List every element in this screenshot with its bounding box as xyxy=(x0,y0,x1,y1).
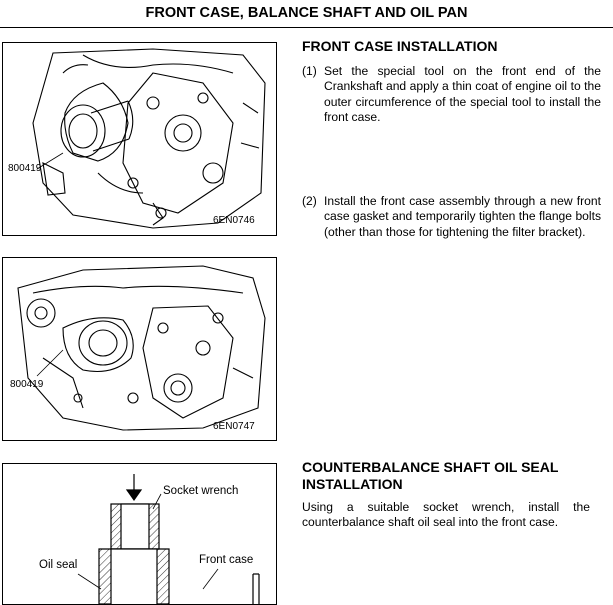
part-number-label: 800419 xyxy=(10,379,44,390)
engine-illustration-2 xyxy=(17,265,266,431)
step-text: Install the front case assembly through … xyxy=(324,194,601,239)
section-title-front-case: FRONT CASE INSTALLATION xyxy=(302,38,498,54)
engine-illustration-1 xyxy=(32,48,266,229)
section-title-oil-seal: COUNTERBALANCE SHAFT OIL SEAL INSTALLATI… xyxy=(302,459,559,492)
page-title: FRONT CASE, BALANCE SHAFT AND OIL PAN xyxy=(145,5,468,21)
step-text: Set the special tool on the front end of… xyxy=(324,64,601,125)
oil-seal-label: Oil seal xyxy=(39,559,78,571)
part-number-label: 800419 xyxy=(8,163,42,174)
step-1: (1) Set the special tool on the front en… xyxy=(302,64,601,126)
socket-wrench-label: Socket wrench xyxy=(163,485,239,497)
oil-seal-paragraph: Using a suitable socket wrench, install … xyxy=(302,500,590,530)
figure-front-case-tool: 800419 6EN0746 xyxy=(2,42,277,236)
page-header: FRONT CASE, BALANCE SHAFT AND OIL PAN xyxy=(0,0,613,28)
step-number: (1) xyxy=(302,64,317,78)
figure-code-label: 6EN0747 xyxy=(213,421,255,432)
front-case-label: Front case xyxy=(199,554,254,566)
header-divider xyxy=(0,27,613,28)
figure-oil-seal-install: Socket wrench Oil seal Front case xyxy=(2,463,277,605)
step-number: (2) xyxy=(302,194,317,208)
socket-wrench-diagram xyxy=(77,474,260,604)
figure-code-label: 6EN0746 xyxy=(213,215,255,226)
step-2: (2) Install the front case assembly thro… xyxy=(302,194,601,240)
figure-front-case-assembly: 800419 6EN0747 xyxy=(2,257,277,441)
